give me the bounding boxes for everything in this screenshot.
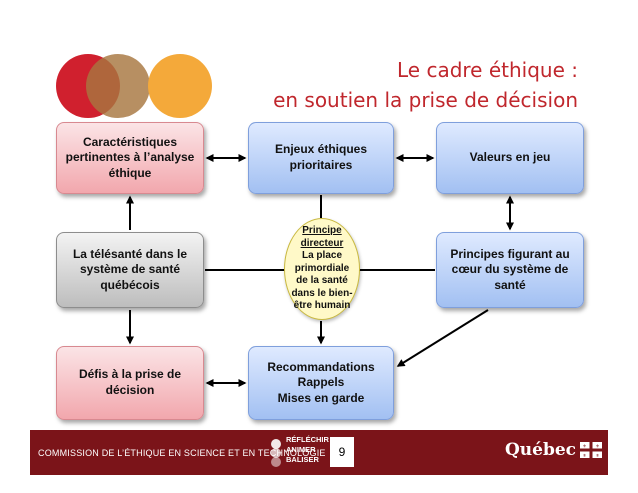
quebec-brand: Québec: [504, 440, 576, 460]
reco-line-3: Mises en garde: [277, 390, 365, 405]
slogan-line-3: BALISER: [286, 454, 319, 464]
title-line-1: Le cadre éthique :: [397, 58, 578, 82]
center-line-1: La place: [301, 250, 343, 262]
svg-text:⚜: ⚜: [582, 453, 586, 458]
center-line-5: être humain: [293, 300, 351, 312]
svg-text:⚜: ⚜: [595, 444, 599, 449]
box-caracteristiques: Caractéristiques pertinentes à l’analyse…: [56, 122, 204, 194]
page-number: 9: [330, 437, 354, 467]
center-line-3: de la santé: [296, 275, 348, 287]
box-defis: Défis à la prise de décision: [56, 346, 204, 420]
reco-line-2: Rappels: [297, 375, 345, 390]
svg-text:⚜: ⚜: [582, 444, 586, 449]
center-heading: Principe directeur: [300, 225, 344, 249]
box-principes: Principes figurant au cœur du système de…: [436, 232, 584, 308]
footer-bar: COMMISSION DE L’ÉTHIQUE EN SCIENCE ET EN…: [30, 430, 608, 475]
slogan-line-1: RÉFLÉCHIR: [286, 435, 329, 444]
commission-logo-icon: [271, 439, 281, 467]
principe-directeur-ellipse: Principe directeur La place primordiale …: [284, 218, 360, 320]
box-recommandations: Recommandations Rappels Mises en garde: [248, 346, 394, 420]
box-valeurs: Valeurs en jeu: [436, 122, 584, 194]
box-enjeux: Enjeux éthiques prioritaires: [248, 122, 394, 194]
brown-circle-logo: [86, 54, 150, 118]
center-line-4: dans le bien-: [291, 287, 353, 299]
box-telesante: La télésanté dans le système de santé qu…: [56, 232, 204, 308]
arrow-principes-reco: [396, 309, 489, 367]
quebec-flag-icon: ⚜ ⚜ ⚜ ⚜: [580, 442, 602, 458]
title-line-2: en soutien la prise de décision: [273, 88, 578, 112]
slogan: RÉFLÉCHIR ANIMER BALISER: [286, 435, 329, 464]
organization-name: COMMISSION DE L’ÉTHIQUE EN SCIENCE ET EN…: [38, 448, 326, 458]
reco-line-1: Recommandations: [267, 359, 375, 374]
center-line-2: primordiale: [294, 262, 350, 274]
orange-circle-logo: [148, 54, 212, 118]
slogan-line-2: ANIMER: [286, 444, 316, 454]
svg-text:⚜: ⚜: [595, 453, 599, 458]
